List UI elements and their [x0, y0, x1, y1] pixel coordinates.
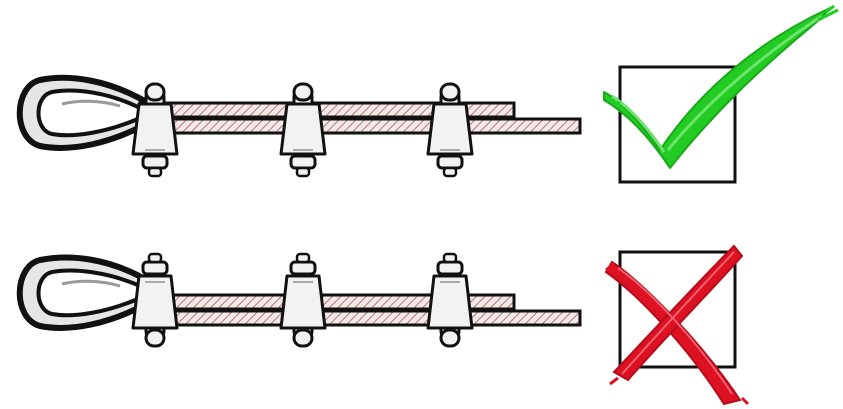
thimble-eye	[16, 254, 152, 331]
x-mark-icon	[604, 244, 750, 406]
rope-clip	[131, 252, 179, 348]
nut	[141, 154, 169, 170]
saddle	[279, 274, 327, 330]
u-bolt-bend	[292, 82, 314, 102]
bolt-end	[442, 166, 458, 178]
u-bolt-bend	[439, 328, 461, 348]
nut	[289, 154, 317, 170]
saddle	[131, 274, 179, 330]
rope-clip	[426, 252, 474, 348]
rope-clip	[279, 252, 327, 348]
thimble-eye	[16, 74, 152, 151]
rope-clip	[426, 82, 474, 178]
u-bolt-bend	[144, 82, 166, 102]
live-end-rope	[138, 309, 582, 327]
bolt-end	[295, 166, 311, 178]
saddle	[426, 274, 474, 330]
verdict-correct	[603, 4, 839, 184]
live-end-rope	[138, 117, 582, 135]
bolt-end	[147, 166, 163, 178]
verdict-incorrect	[604, 244, 750, 406]
nut	[436, 154, 464, 170]
saddle	[279, 102, 327, 156]
nut	[141, 260, 169, 276]
row-incorrect	[16, 244, 750, 406]
saddle	[426, 102, 474, 156]
saddle	[131, 102, 179, 156]
check-mark-icon	[603, 4, 839, 169]
u-bolt-bend	[144, 328, 166, 348]
rope-clip	[279, 82, 327, 178]
row-correct	[16, 4, 839, 184]
u-bolt-bend	[292, 328, 314, 348]
bolt-end	[147, 252, 163, 264]
nut	[289, 260, 317, 276]
nut	[436, 260, 464, 276]
bolt-end	[442, 252, 458, 264]
rope-clip	[131, 82, 179, 178]
bolt-end	[295, 252, 311, 264]
u-bolt-bend	[439, 82, 461, 102]
